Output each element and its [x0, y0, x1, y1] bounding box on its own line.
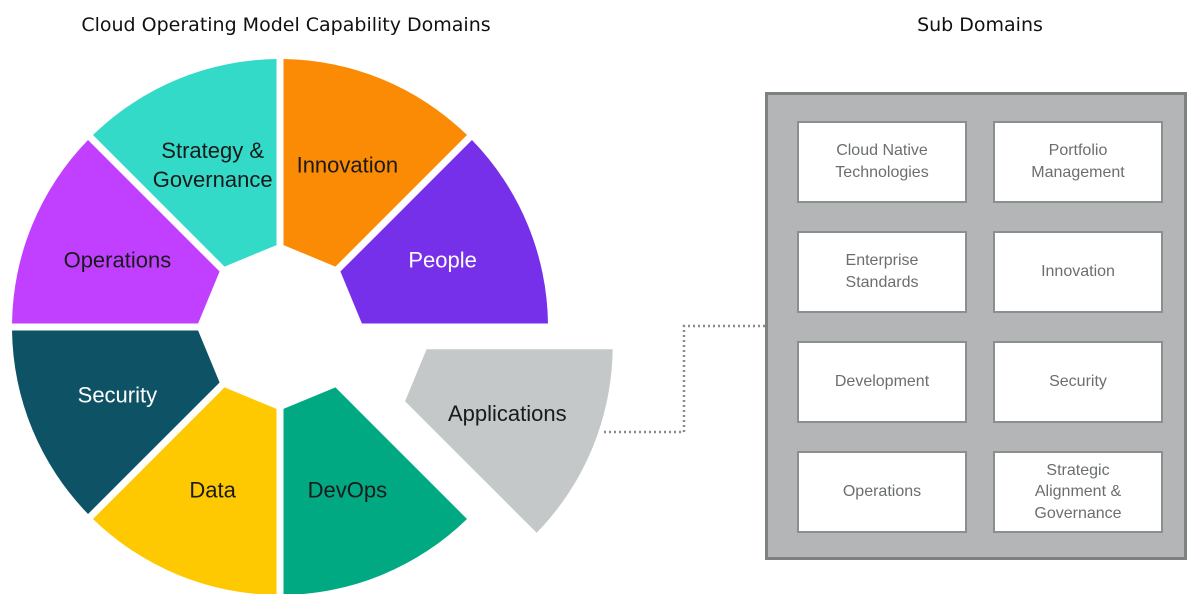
- domain-segment-devops: [283, 387, 468, 594]
- domain-segment-innovation: [283, 59, 468, 267]
- domain-segment-security: [12, 330, 220, 515]
- sub-domain-box: Development: [797, 341, 967, 423]
- domain-label: Innovation: [297, 152, 399, 177]
- sub-domain-box: Strategic Alignment & Governance: [993, 451, 1163, 533]
- domain-label: Data: [189, 478, 236, 503]
- sub-domain-box: Cloud Native Technologies: [797, 121, 967, 203]
- domain-segment-operations: [12, 139, 220, 324]
- domain-segment-applications: [405, 349, 613, 533]
- sub-domains-panel: Cloud Native Technologies Portfolio Manag…: [765, 92, 1187, 560]
- domain-label: DevOps: [308, 478, 387, 503]
- domain-label: People: [408, 248, 477, 273]
- domain-label: Operations: [64, 248, 172, 273]
- domain-segment-people: [340, 139, 548, 324]
- sub-domain-box: Security: [993, 341, 1163, 423]
- sub-domain-box: Innovation: [993, 231, 1163, 313]
- sub-domain-box: Enterprise Standards: [797, 231, 967, 313]
- domain-label: Strategy &Governance: [153, 138, 273, 192]
- connector-line: [604, 324, 765, 434]
- domain-segment-data: [92, 387, 277, 594]
- diagram-title: Cloud Operating Model Capability Domains: [81, 14, 491, 36]
- domain-label: Applications: [448, 401, 567, 426]
- sub-domain-box: Operations: [797, 451, 967, 533]
- domain-label: Security: [78, 382, 157, 407]
- sub-domains-title: Sub Domains: [917, 14, 1043, 36]
- sub-domain-box: Portfolio Management: [993, 121, 1163, 203]
- domain-segment-strategy-governance: [92, 59, 277, 267]
